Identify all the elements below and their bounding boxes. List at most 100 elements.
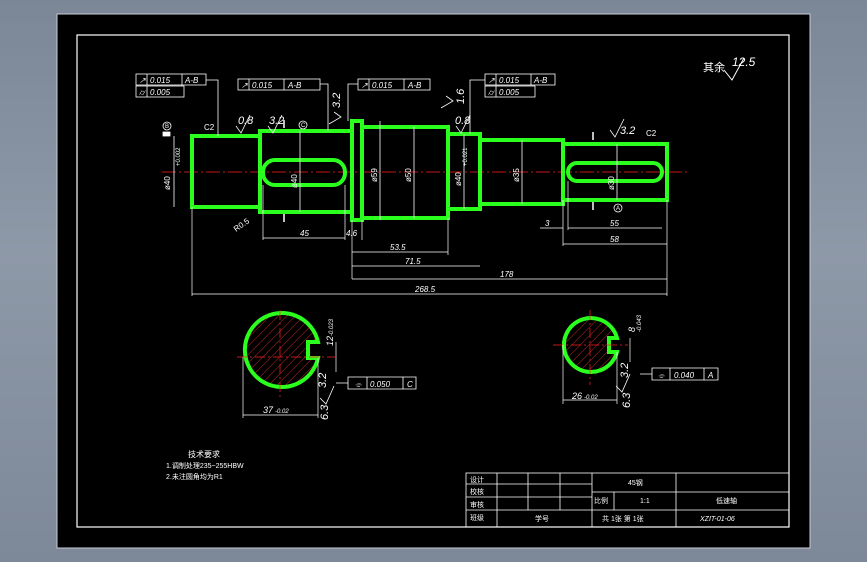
svg-text:-0.023: -0.023: [329, 318, 335, 336]
section-view-right: [553, 310, 719, 404]
svg-text:A-B: A-B: [533, 76, 548, 85]
diameter-label: ø59: [370, 168, 379, 182]
drawing-number: XZIT-01-06: [699, 516, 735, 523]
svg-text:1.6: 1.6: [455, 88, 467, 104]
role-class: 班级: [470, 513, 484, 522]
svg-text:⌭: ⌭: [139, 88, 146, 97]
section-right-text: 26 -0.02 8 -0.043 ⌯ 0.040 A 6.3 3.2: [571, 314, 713, 408]
diameter-labels: ø40 +0.002 ø40 ø59 ø50 ø40 +0.021 ø35 ø3…: [163, 147, 616, 190]
diameter-tol: +0.002: [176, 147, 182, 166]
chamfer-right: C2: [646, 129, 657, 138]
length-dimension-lines: [192, 227, 667, 295]
svg-text:⌯: ⌯: [658, 371, 665, 380]
scale-label: 比例: [594, 496, 608, 505]
svg-text:0.015: 0.015: [252, 81, 273, 90]
title-block: [465, 472, 790, 528]
diameter-label: ø35: [512, 168, 521, 182]
diameter-label: ø40: [454, 172, 463, 186]
diameter-lines: [173, 121, 618, 220]
sheet-count: 共 1张 第 1张: [602, 514, 644, 523]
datum-markers: [162, 120, 623, 213]
material: 45钢: [628, 478, 643, 487]
roughness-other-label: 其余: [703, 60, 725, 74]
svg-text:↗: ↗: [488, 76, 495, 85]
section-cut-markers: [283, 120, 594, 222]
diameter-label: ø30: [607, 176, 616, 190]
section-view-left: [237, 310, 417, 418]
student-label: 学号: [535, 514, 549, 523]
notes-item-1: 1.调制处理235~255HBW: [166, 461, 244, 470]
svg-text:3.2: 3.2: [620, 125, 635, 137]
length-label: 178: [500, 270, 514, 279]
svg-text:0.050: 0.050: [370, 380, 391, 389]
keyway-left: [261, 158, 347, 187]
role-approve: 审核: [470, 500, 484, 509]
svg-text:A: A: [707, 371, 713, 380]
roughness-values: 0.8 3.2 3.2 0.8 3.2 1.6: [238, 88, 635, 137]
svg-text:↗: ↗: [139, 76, 146, 85]
diameter-label: ø40: [163, 176, 172, 190]
length-label: 45: [300, 229, 309, 238]
drawing-border: [76, 34, 790, 528]
roughness-other-symbol: [723, 57, 745, 81]
diameter-tol: +0.021: [463, 147, 469, 166]
role-design: 设计: [470, 475, 484, 484]
svg-text:-0.043: -0.043: [637, 314, 643, 332]
datum-letters: B C A: [165, 123, 620, 212]
svg-text:0.8: 0.8: [238, 115, 254, 127]
svg-text:-0.02: -0.02: [275, 409, 289, 415]
length-label: 4.6: [346, 229, 358, 238]
svg-text:0.015: 0.015: [150, 76, 171, 85]
svg-text:0.005: 0.005: [150, 88, 171, 97]
length-label: 71.5: [405, 257, 421, 266]
section-left-text: 37 -0.02 12 -0.023 ⌯ 0.050 C 6.3 3.2: [263, 318, 413, 420]
svg-text:C: C: [407, 380, 413, 389]
svg-text:↗: ↗: [241, 81, 248, 90]
svg-text:26: 26: [571, 391, 582, 401]
diameter-label: ø40: [290, 174, 299, 188]
svg-text:⌭: ⌭: [488, 88, 495, 97]
role-check: 校核: [470, 487, 484, 496]
svg-text:3.2: 3.2: [317, 373, 329, 388]
svg-text:0.015: 0.015: [372, 81, 393, 90]
length-label: 3: [545, 219, 550, 228]
svg-text:6.3: 6.3: [621, 392, 633, 408]
length-label: 58: [610, 235, 619, 244]
notes-item-2: 2.未注圆角均为R1: [166, 472, 223, 481]
length-label: 268.5: [414, 285, 436, 294]
svg-text:A-B: A-B: [407, 81, 422, 90]
svg-text:0.005: 0.005: [499, 88, 520, 97]
svg-text:3.2: 3.2: [619, 363, 631, 378]
svg-text:A: A: [616, 206, 620, 212]
svg-text:↗: ↗: [361, 81, 368, 90]
svg-text:6.3: 6.3: [319, 404, 331, 420]
svg-text:0.040: 0.040: [674, 371, 695, 380]
svg-text:3.2: 3.2: [331, 93, 343, 108]
svg-text:3.2: 3.2: [269, 115, 284, 127]
shaft-segment-7: [561, 142, 669, 202]
tolerance-frames: [135, 73, 556, 136]
length-label: 53.5: [390, 243, 406, 252]
svg-text:C: C: [301, 123, 306, 129]
part-name: 低速轴: [716, 496, 737, 505]
scale-value: 1:1: [640, 498, 650, 505]
diameter-label: ø50: [404, 168, 413, 182]
svg-text:⌯: ⌯: [355, 380, 362, 389]
keyway-right: [566, 161, 664, 183]
length-labels: 45 4.6 53.5 71.5 178 268.5 3 55 58: [300, 219, 619, 294]
svg-text:A-B: A-B: [184, 76, 199, 85]
svg-text:A-B: A-B: [287, 81, 302, 90]
notes-title: 技术要求: [188, 449, 220, 459]
svg-text:B: B: [165, 124, 169, 130]
extension-lines: [191, 181, 668, 296]
svg-text:-0.02: -0.02: [584, 395, 598, 401]
svg-text:8: 8: [627, 327, 637, 332]
length-label: 55: [610, 219, 619, 228]
tolerance-frame-text: ↗ 0.015 A-B ⌭ 0.005 ↗ 0.015 A-B ↗ 0.015 …: [139, 76, 548, 97]
roughness-symbols: [235, 95, 625, 138]
svg-text:0.015: 0.015: [499, 76, 520, 85]
roughness-other-value: 12.5: [732, 55, 756, 69]
section-left-outline: [242, 311, 321, 389]
svg-text:0.8: 0.8: [455, 115, 471, 127]
